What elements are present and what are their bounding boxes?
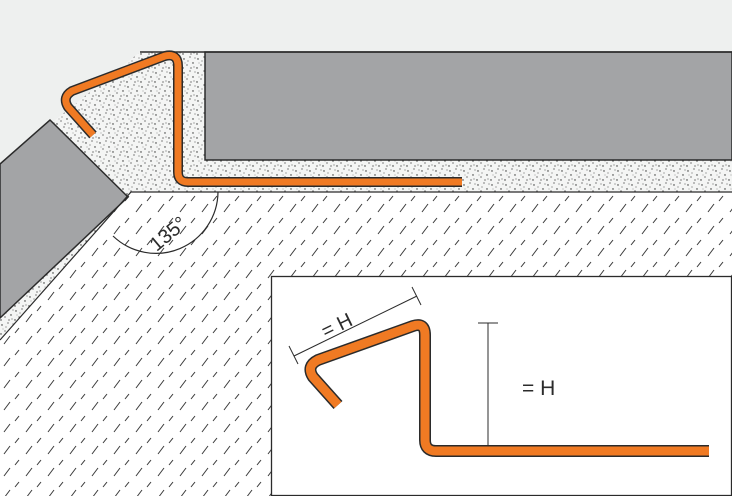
angle-arc [112, 191, 219, 254]
diagonal-dimension-line [293, 295, 418, 357]
diagonal-dimension-tick-end [411, 286, 422, 306]
detail-inset [270, 275, 732, 496]
vertical-dimension-label: = H [522, 377, 555, 400]
substrate-edge [0, 191, 732, 341]
tile-left [0, 118, 130, 320]
diagonal-dimension-tick-start [288, 345, 299, 365]
corner-profile [62, 52, 462, 186]
inset-profile [305, 320, 709, 456]
tile-right [204, 51, 732, 161]
